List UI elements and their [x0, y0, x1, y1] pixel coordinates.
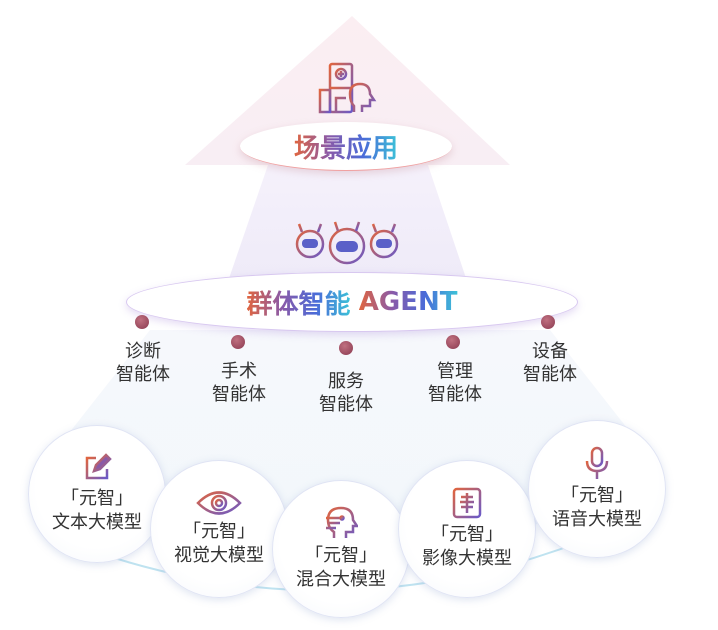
agent-bar: 群体智能 AGENT [126, 272, 578, 332]
scene-label: 场景应用 [294, 128, 398, 165]
eye-icon [196, 491, 242, 515]
agent-management: 管理智能体 [428, 361, 482, 405]
agent-dot [339, 341, 353, 355]
microphone-icon [585, 446, 609, 479]
agent-dot [135, 315, 149, 329]
model-hybrid: 「元智」混合大模型 [272, 480, 410, 618]
agent-dot [541, 315, 555, 329]
model-text: 「元智」文本大模型 [28, 425, 166, 563]
hospital-person-icon [318, 62, 384, 122]
robots-icon [292, 218, 402, 272]
agent-service: 服务智能体 [319, 371, 373, 415]
agent-diagnosis: 诊断智能体 [116, 341, 170, 385]
agent-device: 设备智能体 [523, 341, 577, 385]
agent-surgery: 手术智能体 [212, 361, 266, 405]
edit-icon [85, 453, 112, 480]
agent-label-cn: 群体智能 [247, 284, 351, 321]
scene-application-pill: 场景应用 [240, 122, 452, 171]
agent-label-en: AGENT [358, 287, 458, 317]
model-vision: 「元智」视觉大模型 [150, 460, 288, 598]
agent-dot [446, 335, 460, 349]
model-imaging: 「元智」影像大模型 [398, 460, 536, 598]
brain-head-icon [326, 506, 358, 538]
xray-icon [452, 487, 482, 519]
agent-dot [231, 335, 245, 349]
model-speech: 「元智」语音大模型 [528, 420, 666, 558]
